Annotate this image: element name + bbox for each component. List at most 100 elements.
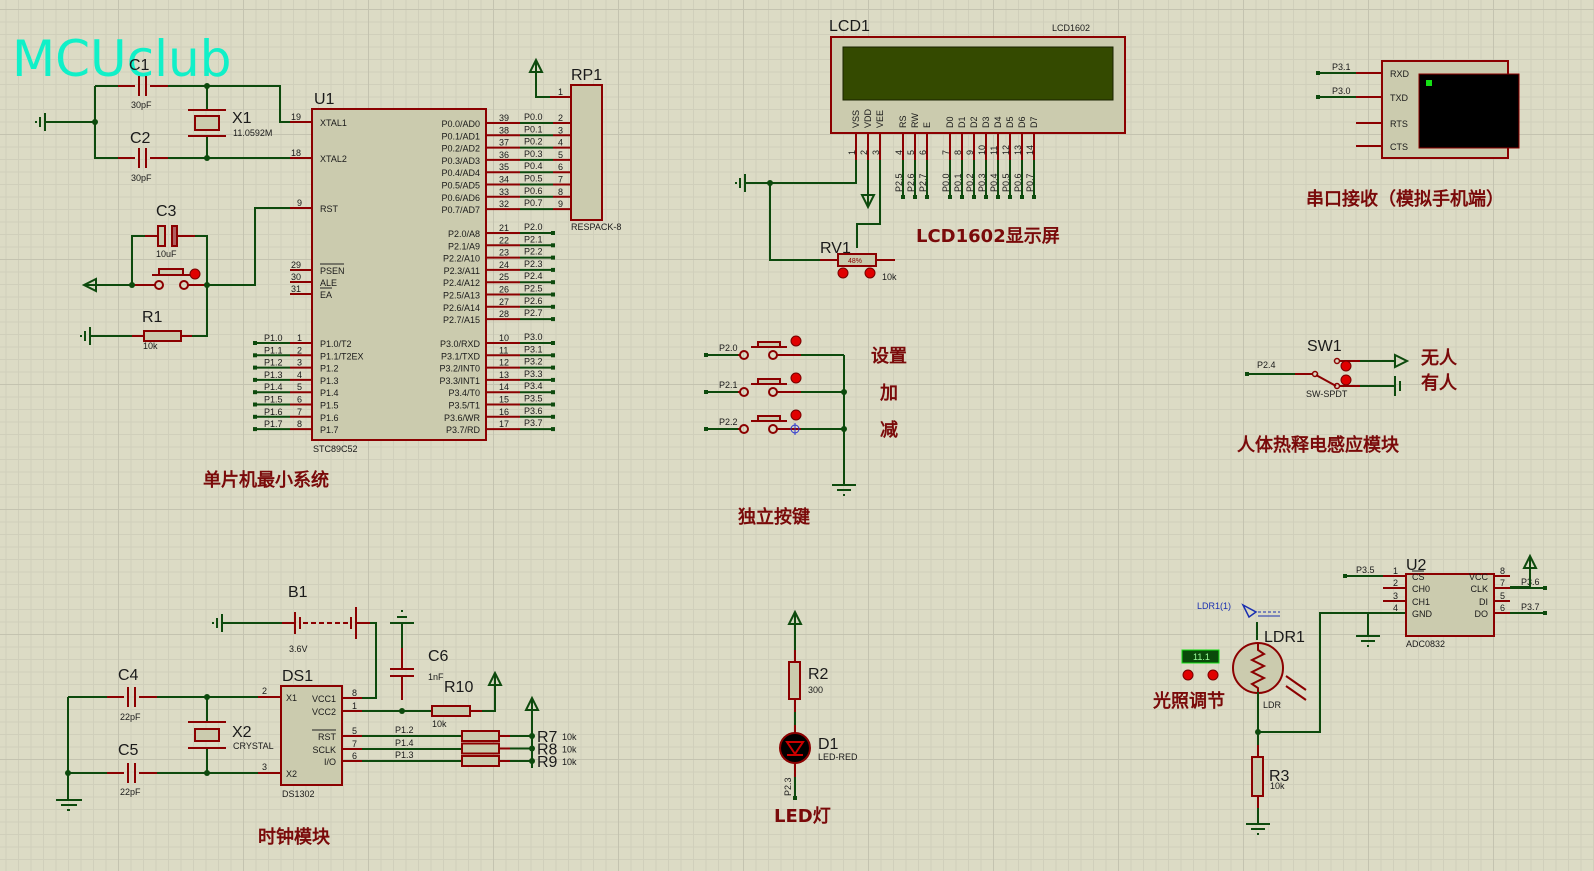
ldr-ref: LDR1 (1264, 629, 1305, 646)
adc-pin-number: 8 (1500, 566, 1505, 576)
net-terminal (551, 390, 555, 395)
ds-pin-number: 3 (262, 762, 267, 772)
net-terminal (960, 195, 964, 199)
lcd-pin-number: 13 (1013, 145, 1023, 155)
mcu-pin-label: P2.5/A13 (443, 291, 480, 301)
mcu-pin-number: 32 (499, 199, 509, 209)
mcu-pin-label: P2.2/A10 (443, 254, 480, 264)
net-label: P0.3 (524, 149, 543, 159)
lcd1602[interactable]: LCD1 LCD1602 VSS1VDD2VEE3RS4P2.5RW5P2.6E… (829, 18, 1126, 199)
lux-increase-button[interactable] (1207, 669, 1219, 681)
sw1-up-button[interactable] (1340, 360, 1352, 372)
net-label: P2.1 (524, 234, 543, 244)
u2-ref: U2 (1406, 557, 1427, 574)
r10-ref: R10 (444, 679, 473, 696)
pir-switch-sw1[interactable]: P2.4 SW1 SW-SPDT (1245, 338, 1410, 399)
lux-decrease-button[interactable] (1182, 669, 1194, 681)
adc-pin-label: DO (1475, 609, 1489, 619)
rp1-pin-number: 9 (558, 199, 563, 209)
c2-ref: C2 (130, 130, 151, 147)
c4-ref: C4 (118, 667, 139, 684)
net-label: P2.0 (719, 343, 738, 353)
rp1-pin-number: 4 (558, 138, 563, 148)
label-keys: 独立按键 (738, 506, 810, 528)
sw1-ref: SW1 (1307, 338, 1342, 355)
mcu-part: STC89C52 (313, 444, 358, 454)
lux-value: 11.1 (1193, 652, 1210, 662)
mcu-pin-label: P2.3/A11 (444, 266, 480, 276)
lux-display (1181, 649, 1220, 664)
lcd-ref: LCD1 (829, 18, 870, 35)
mcu-pin-label: P3.4/T0 (448, 388, 480, 398)
c6-value: 1nF (428, 672, 444, 682)
mcu-pin-number: 29 (291, 260, 301, 270)
label-led: LED灯 (774, 806, 831, 827)
mcu-pin-number: 12 (499, 358, 509, 368)
rp1-pin-number: 2 (558, 113, 563, 123)
key-button-1[interactable]: P2.0 (704, 335, 844, 360)
adc-pin-number: 6 (1500, 603, 1505, 613)
mcu-pin-number: 36 (499, 150, 509, 160)
net-terminal (253, 353, 257, 358)
c3-ref: C3 (156, 203, 177, 220)
pullup-resistor (461, 742, 500, 755)
svg-text:19: 19 (291, 112, 301, 122)
net-label: P2.7 (524, 308, 543, 318)
pullup-value: 10k (562, 732, 577, 742)
rv1-increase-button[interactable] (864, 267, 876, 279)
net-terminal (551, 414, 555, 419)
mcu-pin-number: 14 (499, 382, 509, 392)
pullup-resistor (461, 755, 500, 767)
mcu-pin-label: P2.7/A15 (443, 315, 480, 325)
mcu-pin-label: P0.5/AD5 (441, 181, 480, 191)
net-label: P2.6 (524, 296, 543, 306)
net-label: P0.1 (953, 173, 963, 192)
mcu-u1[interactable]: U1 STC89C52 XTAL1XTAL2RST29PSEN30ALE31EA… (253, 91, 555, 454)
ds-pin-number: 1 (352, 701, 357, 711)
net-terminal (551, 255, 555, 260)
adc0832-u2[interactable]: U2 ADC0832 1CSP3.52CH03CH14GND8VCC7CLKP3… (1343, 555, 1547, 649)
mcu-pin-number: 10 (499, 333, 509, 343)
net-terminal (1543, 586, 1547, 590)
d1-value: LED-RED (818, 752, 858, 762)
lcd-pin-label: D7 (1029, 116, 1039, 128)
svg-text:18: 18 (291, 148, 301, 158)
reset-button[interactable] (189, 268, 201, 280)
key-button-3[interactable]: P2.2 (704, 409, 847, 434)
mcu-pin-number: 2 (297, 345, 302, 355)
pullup-resistor (461, 730, 500, 742)
net-label: P3.7 (1521, 602, 1540, 612)
net-terminal (948, 195, 952, 199)
net-terminal (1032, 195, 1036, 199)
mcu-pin-label: ALE (320, 278, 337, 288)
net-label: P2.4 (524, 271, 543, 281)
label-uart: 串口接收（模拟手机端） (1306, 188, 1504, 210)
key-label: 减 (880, 419, 898, 441)
mcu-pin-number: 22 (499, 235, 509, 245)
mcu-pin-number: 5 (297, 382, 302, 392)
label-light: 光照调节 (1152, 690, 1225, 712)
net-label: P0.2 (965, 173, 975, 192)
ds-pin-label: RST (318, 732, 337, 742)
net-label: P2.2 (719, 417, 738, 427)
mcu-pin-label: P0.6/AD6 (441, 193, 480, 203)
key-button-2[interactable]: P2.1 (704, 372, 847, 397)
net-label: P1.3 (395, 750, 414, 760)
rv1-decrease-button[interactable] (837, 267, 849, 279)
mcu-pin-label: P3.0/RXD (440, 339, 481, 349)
lcd-pin-number: 7 (941, 150, 951, 155)
net-label: P0.2 (524, 137, 543, 147)
net-terminal (1543, 611, 1547, 615)
lcd-pin-number: 14 (1025, 145, 1035, 155)
mcu-pin-number: 28 (499, 309, 509, 319)
net-label: P1.6 (264, 407, 283, 417)
c4-value: 22pF (120, 712, 141, 722)
mcu-pin-label: P3.3/INT1 (439, 376, 480, 386)
sw1-down-button[interactable] (1340, 374, 1352, 386)
net-label: P3.2 (524, 357, 543, 367)
mcu-pin-label: P1.5 (320, 401, 339, 411)
mcu-pin-label: P3.6/WR (444, 413, 481, 423)
